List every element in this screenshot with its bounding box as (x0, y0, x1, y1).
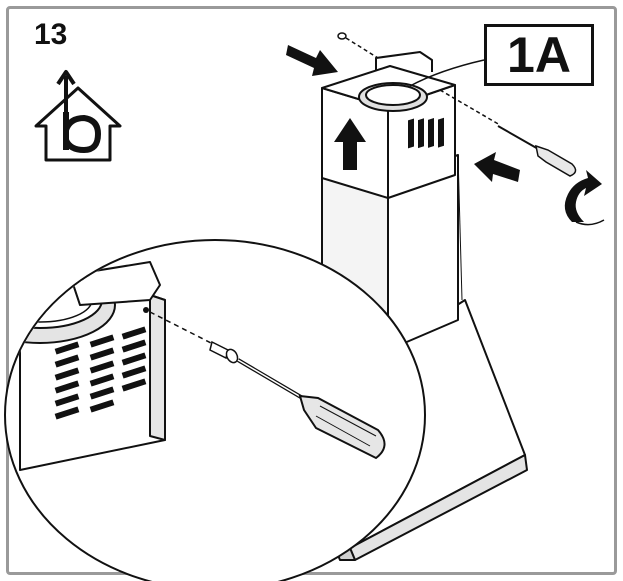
detail-magnifier (4, 239, 426, 581)
push-arrow-icon (286, 45, 338, 76)
house-b-icon (34, 70, 122, 162)
screw-icon (209, 340, 239, 364)
lift-arrow-icon (334, 118, 366, 170)
upper-chimney (321, 51, 456, 199)
upper-vents (408, 117, 444, 149)
rotate-arrow-icon (564, 170, 605, 226)
push-arrow-icon (474, 152, 520, 182)
step-number: 13 (34, 18, 68, 51)
screw-icon (337, 32, 347, 40)
screwdriver-icon (497, 125, 577, 177)
screwdriver-icon (236, 358, 386, 460)
detail-vents (54, 326, 147, 420)
callout-label: 1A (484, 24, 594, 86)
